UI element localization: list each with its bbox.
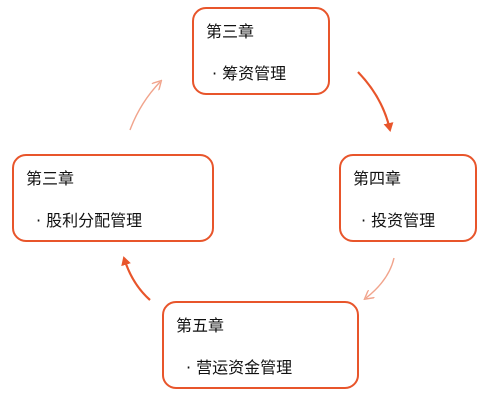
node-left: 第三章 · 股利分配管理 (12, 154, 214, 242)
node-left-chapter: 第三章 (26, 169, 75, 188)
node-bottom: 第五章 · 营运资金管理 (162, 301, 359, 389)
node-right-chapter: 第四章 (353, 169, 402, 188)
node-right: 第四章 · 投资管理 (339, 154, 477, 242)
arrow-right-to-bottom (366, 257, 395, 298)
node-right-topic: · 投资管理 (361, 211, 436, 230)
node-left-topic: · 股利分配管理 (36, 211, 143, 230)
arrow-top-to-right (357, 71, 394, 132)
arrow-bottom-to-left (121, 256, 151, 301)
arrow-left-to-top (129, 82, 160, 131)
node-top-topic: · 筹资管理 (212, 64, 287, 83)
node-top-chapter: 第三章 (206, 22, 255, 41)
node-top: 第三章 · 筹资管理 (192, 7, 330, 95)
node-bottom-chapter: 第五章 (176, 316, 225, 335)
node-bottom-topic: · 营运资金管理 (186, 358, 293, 377)
